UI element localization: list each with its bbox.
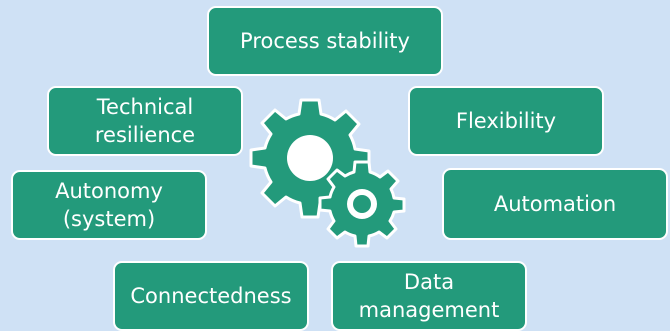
autonomy-label-line-1: Autonomy [55, 179, 163, 203]
autonomy-box: Autonomy (system) [11, 170, 207, 240]
small-gear-icon [318, 160, 406, 248]
connectedness-label: Connectedness [130, 284, 292, 308]
automation-label: Automation [493, 192, 617, 216]
autonomy-label-line-2: (system) [62, 207, 156, 231]
automation-box: Automation [442, 168, 668, 240]
flexibility-label: Flexibility [455, 109, 557, 133]
data-management-label-line-1: Data [403, 270, 455, 294]
connectedness-box: Connectedness [113, 261, 309, 331]
technical-resilience-box: Technical resilience [47, 86, 243, 156]
process-stability-label: Process stability [240, 29, 410, 53]
gears-icon [249, 98, 406, 248]
technical-resilience-label-line-2: resilience [94, 123, 196, 147]
data-management-box: Data management [331, 261, 527, 331]
technical-resilience-label-line-1: Technical [96, 95, 194, 119]
process-stability-box: Process stability [207, 6, 443, 76]
data-management-label-line-2: management [358, 298, 500, 322]
flexibility-box: Flexibility [408, 86, 604, 156]
